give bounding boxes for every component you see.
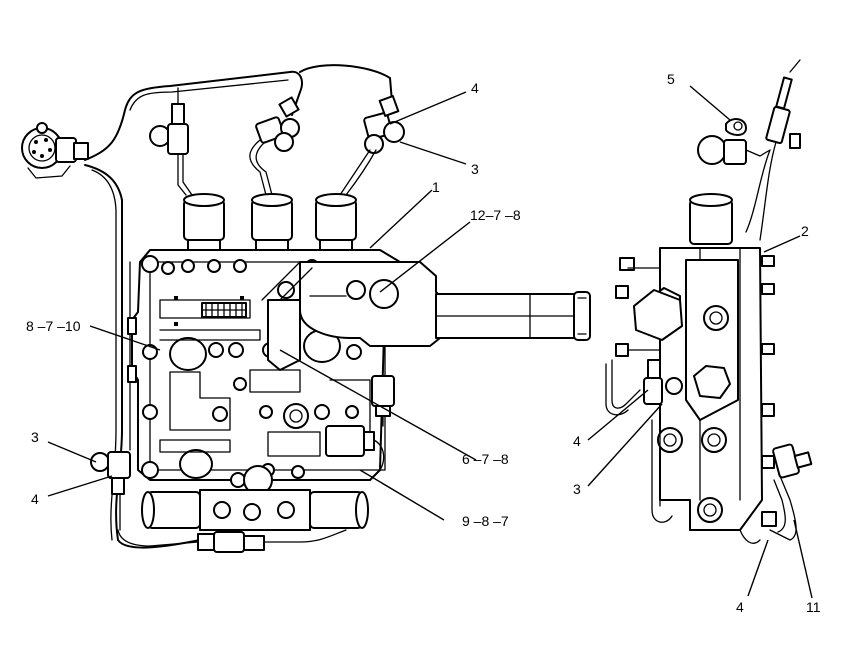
side-valve-body (605, 247, 813, 544)
electrical-connector (21, 122, 89, 179)
callout-2: 2 (801, 223, 809, 239)
pressure-switch-middle (249, 96, 300, 196)
side-pressure-switch (697, 118, 771, 165)
bolt (243, 503, 261, 521)
pressure-switch-left (149, 87, 193, 196)
side-port (127, 365, 137, 383)
callout-4-right: 4 (573, 433, 581, 449)
manual-valve-shaft (261, 261, 591, 371)
harness-wire-inner (91, 169, 117, 541)
solenoid-bottom-right (309, 491, 369, 529)
solenoid-top-3 (315, 193, 357, 251)
pressure-switch-right (339, 95, 405, 196)
callout-8-7-10: 8 –7 –10 (26, 318, 81, 334)
side-solenoid (689, 193, 733, 245)
speed-sensor (371, 375, 395, 427)
callout-4-top: 4 (471, 80, 479, 96)
callout-labels: 4 3 1 12–7 –8 8 –7 –10 6 –7 –8 9 –8 –7 3… (26, 71, 821, 615)
solenoid-bottom-left (141, 491, 201, 529)
callout-3-left: 3 (31, 429, 39, 445)
harness-connector-bottom (117, 529, 347, 553)
callout-4-bottom: 4 (736, 599, 744, 615)
solenoid-top-2 (251, 193, 293, 251)
callout-4-left: 4 (31, 491, 39, 507)
callout-3-right: 3 (573, 481, 581, 497)
side-sensor-probe (745, 59, 801, 241)
callout-1: 1 (432, 179, 440, 195)
harness-wire-outer (299, 64, 393, 103)
callout-5: 5 (667, 71, 675, 87)
callout-3-top: 3 (471, 161, 479, 177)
solenoid-lower-right (325, 425, 385, 471)
solenoid-top-1 (183, 193, 225, 251)
callout-leaders (47, 85, 813, 599)
bolt (213, 501, 231, 519)
bolt (277, 501, 295, 519)
side-view (605, 59, 813, 544)
callout-12-7-8: 12–7 –8 (470, 207, 521, 223)
harness-wire-top-inner (129, 79, 289, 111)
callout-11: 11 (806, 599, 821, 615)
callout-9-8-7: 9 –8 –7 (462, 513, 509, 529)
pressure-switch-side (90, 451, 131, 531)
callout-6-7-8: 6 –7 –8 (462, 451, 509, 467)
front-view (21, 64, 591, 553)
harness-wire (84, 70, 303, 161)
side-port (127, 317, 137, 335)
